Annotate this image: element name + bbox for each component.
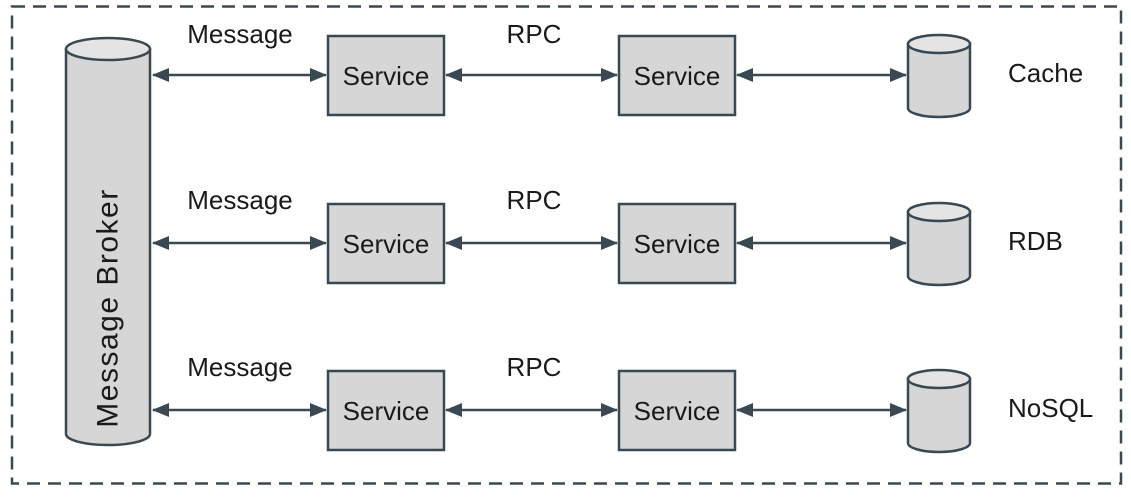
database-cylinder-icon [906,42,972,119]
message-arrow-label: Message [187,185,293,215]
datastore-node [906,368,972,454]
service-box [617,34,737,117]
service-box [326,369,446,452]
message-broker-label: Message Broker [92,188,125,427]
database-cylinder-icon [906,210,972,287]
service-box [617,369,737,452]
rpc-arrow-label: RPC [507,19,562,49]
service-label: Service [343,229,430,259]
service-label: Service [343,396,430,426]
message-arrow-label: Message [187,352,293,382]
message-broker-node: Message Broker [64,36,152,447]
database-cylinder-icon [906,377,972,454]
cylinder-top [64,36,152,62]
diagram-row: Message Service RPC Service Cache [152,19,1083,119]
service-label: Service [634,229,721,259]
diagram-row: Message Service RPC Service NoSQL [152,352,1093,454]
service-box [326,202,446,285]
rpc-arrow-label: RPC [507,185,562,215]
datastore-label: NoSQL [1008,393,1093,423]
datastore-node [906,201,972,287]
service-label: Service [343,61,430,91]
service-label: Service [634,396,721,426]
service-label: Service [634,61,721,91]
cylinder-body [64,47,152,447]
message-arrow-label: Message [187,19,293,49]
datastore-node [906,33,972,119]
cylinder-top [906,368,972,390]
diagram-row: Message Service RPC Service RDB [152,185,1063,287]
datastore-label: Cache [1008,58,1083,88]
rpc-arrow-label: RPC [507,352,562,382]
datastore-label: RDB [1008,226,1063,256]
diagram-boundary [10,5,1123,485]
service-box [617,202,737,285]
cylinder-top [906,201,972,223]
cylinder-top [906,33,972,55]
service-box [326,34,446,117]
